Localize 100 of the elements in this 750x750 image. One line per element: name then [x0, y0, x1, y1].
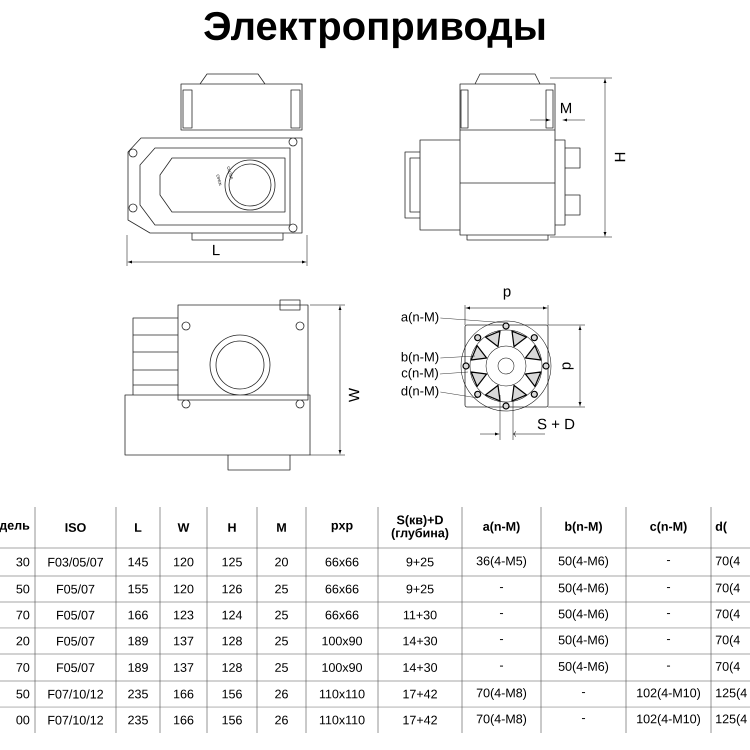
- leader-line: [440, 356, 476, 358]
- table-cell: -: [666, 560, 670, 562]
- table-cell: 25: [275, 636, 288, 646]
- dimension-label: p: [562, 362, 574, 370]
- table-cell: -: [500, 666, 504, 667]
- table-cell: F05/07: [57, 636, 94, 646]
- table-cell: 50(4-M6): [558, 609, 608, 621]
- table-cell: 14+30: [403, 636, 438, 646]
- table-cell: 100x90: [322, 636, 362, 646]
- table-cell: 155: [128, 584, 148, 594]
- table-cell: S(кв)+D (глубина): [392, 515, 448, 540]
- table-cell: -: [500, 639, 504, 640]
- table-cell: c(n-M): [650, 522, 687, 534]
- table-cell: 66x66: [326, 610, 358, 620]
- table-cell: 110x110: [320, 690, 365, 698]
- table-cell: -: [666, 613, 670, 614]
- table-cell: 125: [222, 558, 242, 566]
- table-cell: F05/07: [57, 610, 94, 620]
- table-cell: 50(4-M6): [558, 583, 608, 595]
- table-cell: 70(4: [716, 635, 740, 647]
- dimension-label: H: [614, 152, 626, 162]
- table-cell: M: [277, 523, 286, 532]
- table-cell: W: [178, 523, 190, 532]
- table-cell: 235: [128, 690, 148, 698]
- table-cell: 125(4: [716, 714, 747, 726]
- table-cell: 17+42: [403, 716, 437, 724]
- leader-line: [440, 372, 468, 374]
- table-cell: 50: [16, 690, 30, 698]
- leader-line: [440, 318, 508, 324]
- table-cell: 124: [222, 610, 242, 620]
- dimension-label: L: [213, 244, 220, 256]
- table-cell: F07/10/12: [48, 689, 103, 699]
- table-cell: 128: [222, 663, 242, 672]
- table-cell: 100x90: [322, 663, 362, 672]
- table-cell: 102(4-M10): [637, 714, 700, 726]
- leader-label: b(n-M): [402, 352, 438, 364]
- table-cell: 20: [275, 558, 288, 566]
- table-cell: 120: [174, 558, 194, 566]
- table-cell: 50(4-M6): [558, 635, 608, 647]
- table-cell: 70: [16, 610, 30, 620]
- table-cell: 126: [222, 584, 242, 594]
- dimension-label: M: [560, 102, 572, 114]
- table-cell: -: [582, 692, 586, 694]
- title: Электроприводы: [204, 12, 544, 48]
- table-cell: -: [500, 587, 504, 588]
- leader-label: d(n-M): [401, 386, 438, 398]
- table-cell: 30: [16, 558, 30, 566]
- table-cell: 9+25: [406, 584, 434, 594]
- table-cell: 189: [128, 636, 148, 646]
- table-cell: 25: [275, 663, 288, 672]
- table-cell: L: [135, 523, 142, 532]
- table-cell: 25: [275, 610, 288, 620]
- table-cell: 123: [174, 610, 194, 620]
- table-cell: 189: [128, 663, 148, 672]
- dimension-label: W: [348, 388, 360, 402]
- leader-line: [440, 392, 478, 398]
- dimension-label: S + D: [538, 418, 574, 430]
- table-cell: 66x66: [326, 558, 358, 566]
- table-cell: -: [666, 587, 670, 588]
- table-cell: 70(4: [716, 662, 740, 674]
- table-cell: -: [666, 666, 670, 667]
- table-cell: H: [228, 523, 236, 532]
- table-cell: 17+42: [403, 690, 437, 698]
- table-cell: 235: [128, 716, 148, 724]
- leader-label: a(n-M): [401, 312, 438, 324]
- table-cell: ISO: [66, 523, 86, 532]
- table-cell: 125(4: [716, 688, 747, 700]
- table-cell: 70(4-M8): [476, 714, 526, 726]
- table-cell: 50: [16, 584, 30, 594]
- table-cell: 70(4: [716, 556, 740, 568]
- table-cell: 70: [16, 663, 30, 672]
- table-cell: 156: [222, 690, 242, 698]
- table-cell: 20: [16, 636, 30, 646]
- table-cell: 166: [174, 716, 194, 724]
- table-cell: a(n-M): [483, 522, 520, 534]
- table-cell: -: [500, 613, 504, 614]
- table-cell: 70(4-M8): [476, 688, 526, 700]
- table-cell: 166: [128, 610, 148, 620]
- table-cell: 128: [222, 636, 242, 646]
- table-cell: 137: [174, 663, 194, 672]
- table-cell: 110x110: [320, 716, 365, 724]
- table-cell: pxp: [332, 522, 353, 532]
- table-cell: 70(4: [716, 583, 740, 595]
- table-cell: d(: [716, 522, 727, 534]
- table-cell: 50(4-M6): [558, 556, 608, 568]
- table-cell: 145: [128, 558, 148, 566]
- table-cell: 120: [174, 584, 194, 594]
- table-cell: 137: [174, 636, 194, 646]
- table-cell: 50(4-M6): [558, 662, 608, 674]
- leader-label: c(n-M): [402, 368, 438, 380]
- table-cell: 70(4: [716, 609, 740, 621]
- table-cell: F05/07: [57, 662, 94, 672]
- table-cell: 156: [222, 716, 242, 724]
- table-cell: 9+25: [406, 558, 434, 566]
- table-cell: 102(4-M10): [637, 688, 700, 700]
- table-cell: 11+30: [404, 610, 437, 620]
- table-cell: 166: [174, 690, 194, 698]
- table-cell: 25: [275, 584, 288, 594]
- table-cell: 14+30: [403, 663, 438, 672]
- table-cell: -: [582, 718, 586, 720]
